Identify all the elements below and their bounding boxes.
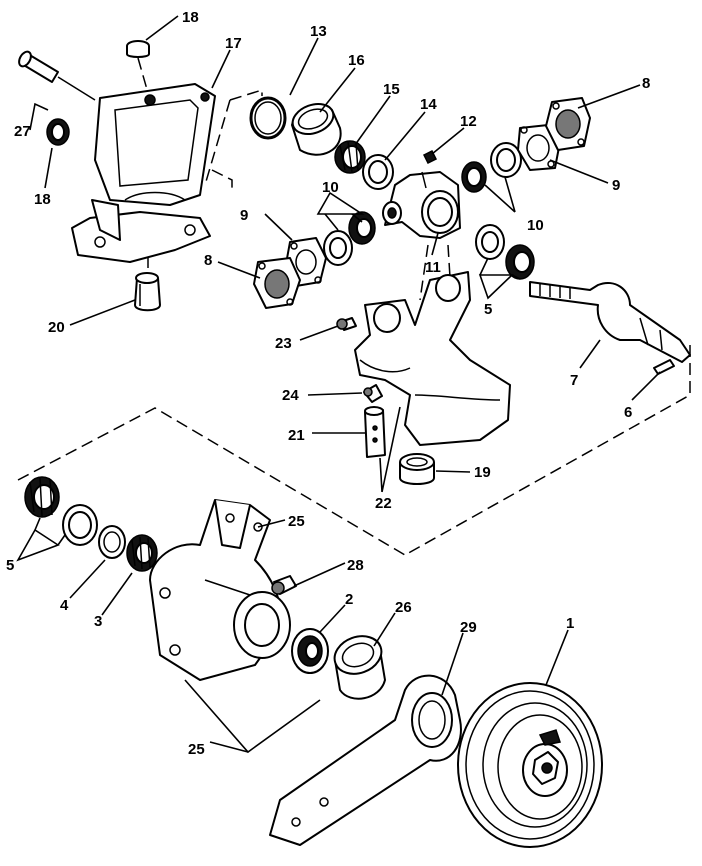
bearing-cone-3 — [126, 534, 158, 572]
pin-27 — [18, 50, 96, 101]
callout-13: 13 — [310, 23, 327, 40]
pin-21 — [364, 406, 386, 458]
callout-11: 11 — [425, 259, 441, 276]
housing-17 — [71, 83, 216, 263]
callout-18-top: 18 — [182, 9, 199, 26]
callout-4: 4 — [60, 597, 69, 614]
bearing-cup-16 — [291, 103, 342, 156]
callout-27: 27 — [14, 123, 31, 140]
callout-10-left: 10 — [322, 179, 339, 196]
spindle-7 — [529, 281, 691, 363]
callout-21: 21 — [288, 427, 305, 444]
cover-8-left — [253, 257, 301, 309]
callout-8-left: 8 — [204, 252, 212, 269]
bearing-cup-14 — [362, 154, 394, 190]
steering-yoke — [354, 271, 511, 446]
callout-9-left: 9 — [240, 207, 248, 224]
callout-28: 28 — [347, 557, 364, 574]
callout-5-left: 5 — [6, 557, 14, 574]
callout-7: 7 — [570, 372, 578, 389]
callout-8-right: 8 — [642, 75, 650, 92]
fitting-28 — [271, 575, 297, 595]
cap-18 — [126, 40, 150, 58]
bushing-19 — [399, 453, 435, 485]
callout-25-top: 25 — [288, 513, 305, 530]
fitting-23 — [336, 317, 357, 331]
callout-9-right: 9 — [612, 177, 620, 194]
callout-1: 1 — [566, 615, 574, 632]
callout-5-right: 5 — [484, 301, 492, 318]
callout-2: 2 — [345, 591, 353, 608]
key-6 — [653, 359, 675, 375]
seal-18 — [46, 118, 70, 146]
callout-29: 29 — [460, 619, 477, 636]
bearing-5-right — [475, 224, 535, 280]
wheel-1 — [457, 682, 603, 848]
callout-22: 22 — [375, 495, 392, 512]
hub-bracket-25 — [149, 499, 291, 681]
housing-11 — [382, 171, 461, 239]
callout-20: 20 — [48, 319, 65, 336]
callout-6: 6 — [624, 404, 632, 421]
snap-ring-13 — [249, 96, 287, 140]
callout-24: 24 — [282, 387, 299, 404]
bearing-5-left — [24, 476, 98, 546]
callout-25-bottom: 25 — [188, 741, 205, 758]
callout-14: 14 — [420, 96, 437, 113]
callout-23: 23 — [275, 335, 292, 352]
bushing-26 — [333, 635, 386, 700]
seal-2 — [291, 628, 329, 674]
callout-3: 3 — [94, 613, 102, 630]
callout-12: 12 — [460, 113, 477, 130]
fitting-24 — [363, 384, 383, 403]
bushing-20 — [134, 272, 161, 312]
callout-19: 19 — [474, 464, 491, 481]
callout-16: 16 — [348, 52, 365, 69]
callout-15: 15 — [383, 81, 400, 98]
callout-10-right: 10 — [527, 217, 544, 234]
callout-labels: 18 17 13 16 15 14 12 8 9 10 10 9 8 11 5 … — [6, 9, 650, 758]
seal-4 — [98, 525, 126, 559]
callout-17: 17 — [225, 35, 242, 52]
gasket-9-right — [517, 124, 561, 171]
leader-lines — [16, 15, 661, 754]
bearing-cone-15 — [334, 140, 366, 174]
bearing-10-left — [323, 211, 376, 266]
callout-26: 26 — [395, 599, 412, 616]
bearing-10-right — [461, 142, 522, 193]
arm-29 — [269, 674, 462, 846]
cover-8-right — [545, 97, 591, 151]
callout-18-left: 18 — [34, 191, 51, 208]
